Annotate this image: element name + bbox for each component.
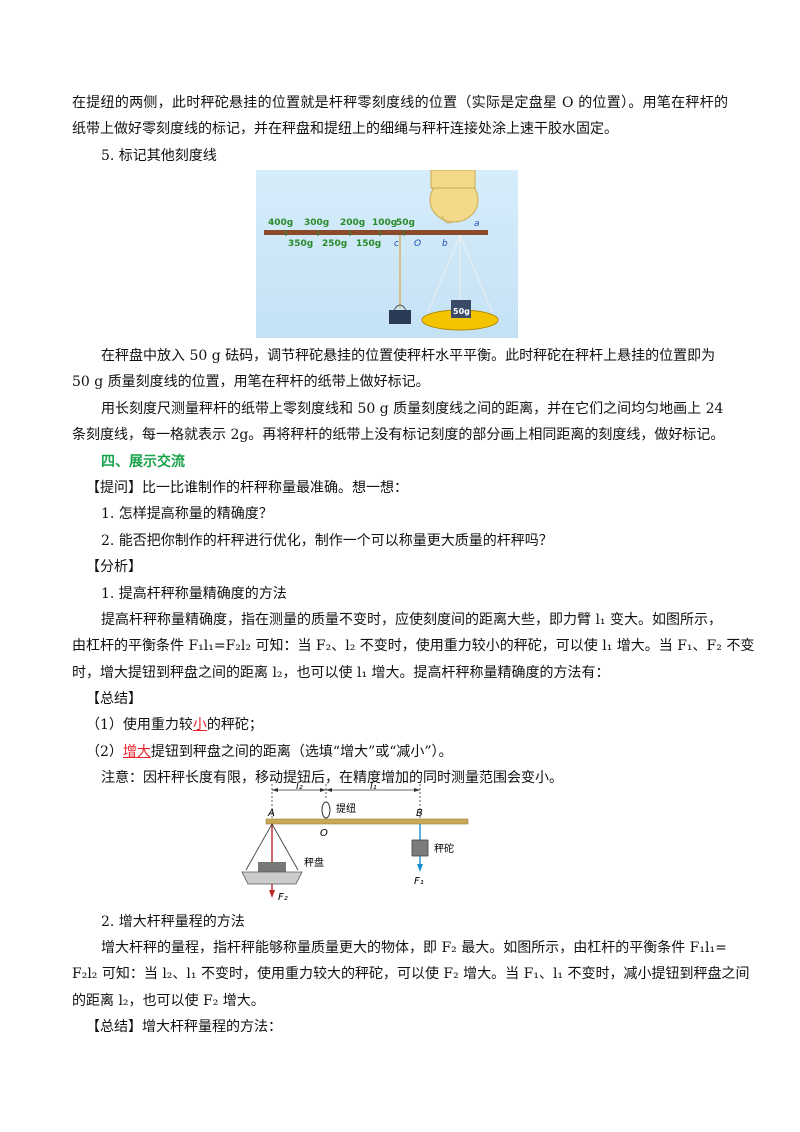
paragraph-line: 50 g 质量刻度线的位置，用笔在秤杆的纸带上做好标记。 — [72, 374, 430, 390]
paragraph-line: 条刻度线，每一格就表示 2g。再将秤杆的纸带上没有标记刻度的部分画上相同距离的刻… — [72, 427, 725, 443]
answer-blank: 小 — [192, 717, 207, 733]
paragraph-line: 由杠杆的平衡条件 F₁l₁=F₂l₂ 可知：当 F₂、l₂ 不变时，使用重力较小… — [72, 638, 755, 654]
force-f2-label: F₂ — [278, 892, 288, 903]
question-item: 2. 能否把你制作的杆秤进行优化，制作一个可以称量更大质量的杆秤吗？ — [101, 533, 553, 549]
answer-blank: 增大 — [122, 744, 151, 760]
scale-mark-label: 400g — [268, 218, 293, 228]
point-a-label: A — [267, 808, 275, 819]
arm-l1-label: l₁ — [370, 781, 377, 792]
scale-mark-label: 150g — [356, 239, 381, 249]
pan-label: 秤盘 — [304, 856, 324, 869]
point-label: a — [474, 219, 480, 229]
scale-mark-label: 200g — [340, 218, 365, 228]
analysis-label: 【分析】 — [86, 559, 142, 575]
paragraph-line: 在秤盘中放入 50 g 砝码，调节秤砣悬挂的位置使秤杆水平平衡。此时秤砣在秤杆上… — [101, 348, 716, 364]
lever-diagram: l₂ l₁ 提纽 A O B 秤盘 F₂ 秤砣 F₁ — [236, 780, 476, 908]
summary-item: （1）使用重力较小的秤砣； — [86, 717, 263, 733]
scale-mark-label: 100g — [372, 218, 397, 228]
section-heading: 四、展示交流 — [101, 454, 185, 470]
point-label: c — [394, 239, 399, 249]
scale-mark-label: 350g — [288, 239, 313, 249]
point-b-label: B — [416, 808, 423, 819]
question-item: 1. 怎样提高称量的精确度？ — [101, 506, 273, 522]
paragraph-line: 【提问】比一比谁制作的杆秤称量最准确。想一想： — [86, 480, 408, 496]
note-line: 注意：因杆秤长度有限，移动提钮后，在精度增加的同时测量范围会变小。 — [101, 770, 563, 786]
weight-label: 50g — [453, 307, 470, 316]
paragraph-line: 的距离 l₂，也可以使 F₂ 增大。 — [72, 993, 265, 1009]
knob-label: 提纽 — [336, 802, 356, 815]
scale-mark-label: 250g — [322, 239, 347, 249]
paragraph-line: F₂l₂ 可知：当 l₂、l₁ 不变时，使用重力较大的秤砣，可以使 F₂ 增大。… — [72, 966, 750, 982]
summary-item: （2）增大提钮到秤盘之间的距离（选填“增大”或“减小”）。 — [86, 744, 453, 760]
paragraph-line: 用长刻度尺测量秤杆的纸带上零刻度线和 50 g 质量刻度线之间的距离，并在它们之… — [101, 401, 724, 417]
arm-l2-label: l₂ — [296, 781, 303, 792]
subheading: 1. 提高杆秤称量精确度的方法 — [101, 586, 287, 602]
steelyard-illustration: 400g 300g 200g 100g 50g 350g 250g 150g a… — [256, 169, 518, 338]
summary-label: 【总结】增大杆秤量程的方法： — [86, 1019, 282, 1035]
scale-mark-label: 300g — [304, 218, 329, 228]
point-label: b — [442, 239, 448, 249]
force-f1-label: F₁ — [414, 876, 424, 887]
step-heading: 5. 标记其他刻度线 — [101, 148, 217, 164]
scale-mark-label: 50g — [396, 218, 415, 228]
weight-label: 秤砣 — [434, 842, 454, 855]
paragraph-line: 在提纽的两侧，此时秤砣悬挂的位置就是杆秤零刻度线的位置（实际是定盘星 O 的位置… — [72, 95, 728, 111]
paragraph-line: 提高杆秤称量精确度，指在测量的质量不变时，应使刻度间的距离大些，即力臂 l₁ 变… — [101, 612, 722, 628]
point-o-label: O — [320, 828, 328, 839]
paragraph-line: 纸带上做好零刻度线的标记，并在秤盘和提纽上的细绳与秤杆连接处涂上速干胶水固定。 — [72, 121, 618, 137]
subheading: 2. 增大杆秤量程的方法 — [101, 914, 245, 930]
paragraph-line: 时，增大提钮到秤盘之间的距离 l₂，也可以使 l₁ 增大。提高杆秤称量精确度的方… — [72, 665, 610, 681]
paragraph-line: 增大杆秤的量程，指杆秤能够称量质量更大的物体，即 F₂ 最大。如图所示，由杠杆的… — [101, 940, 727, 956]
point-label: O — [414, 239, 421, 249]
summary-label: 【总结】 — [86, 691, 142, 707]
